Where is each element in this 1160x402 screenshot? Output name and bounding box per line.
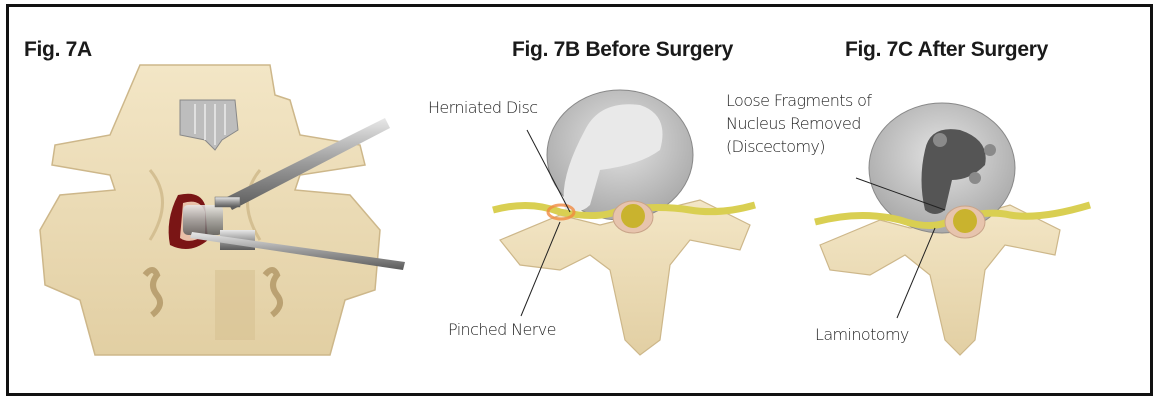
- fig7c-title: Fig. 7C After Surgery: [845, 38, 1048, 61]
- fig7b-before-surgery-illustration: [492, 89, 756, 356]
- loose-fragments-label-line1: Loose Fragments of: [726, 91, 872, 110]
- figure-frame: [6, 4, 1153, 396]
- fig7b-title: Fig. 7B Before Surgery: [512, 38, 733, 61]
- loose-fragments-label-line2: Nucleus Removed: [726, 114, 861, 133]
- herniated-disc-leader-line: [526, 129, 571, 213]
- laminotomy-leader-line: [896, 227, 936, 319]
- fig7a-title: Fig. 7A: [24, 38, 92, 61]
- herniated-disc-label: Herniated Disc: [428, 98, 538, 117]
- pinched-nerve-label: Pinched Nerve: [448, 320, 556, 339]
- laminotomy-label: Laminotomy: [815, 325, 909, 344]
- fig7a-spine-illustration: [39, 64, 405, 356]
- pinched-nerve-leader-line: [520, 221, 561, 317]
- loose-fragments-label-line3: (Discectomy): [726, 137, 826, 156]
- loose-fragments-leader-line: [855, 177, 946, 211]
- fig7c-after-surgery-illustration: [814, 102, 1092, 356]
